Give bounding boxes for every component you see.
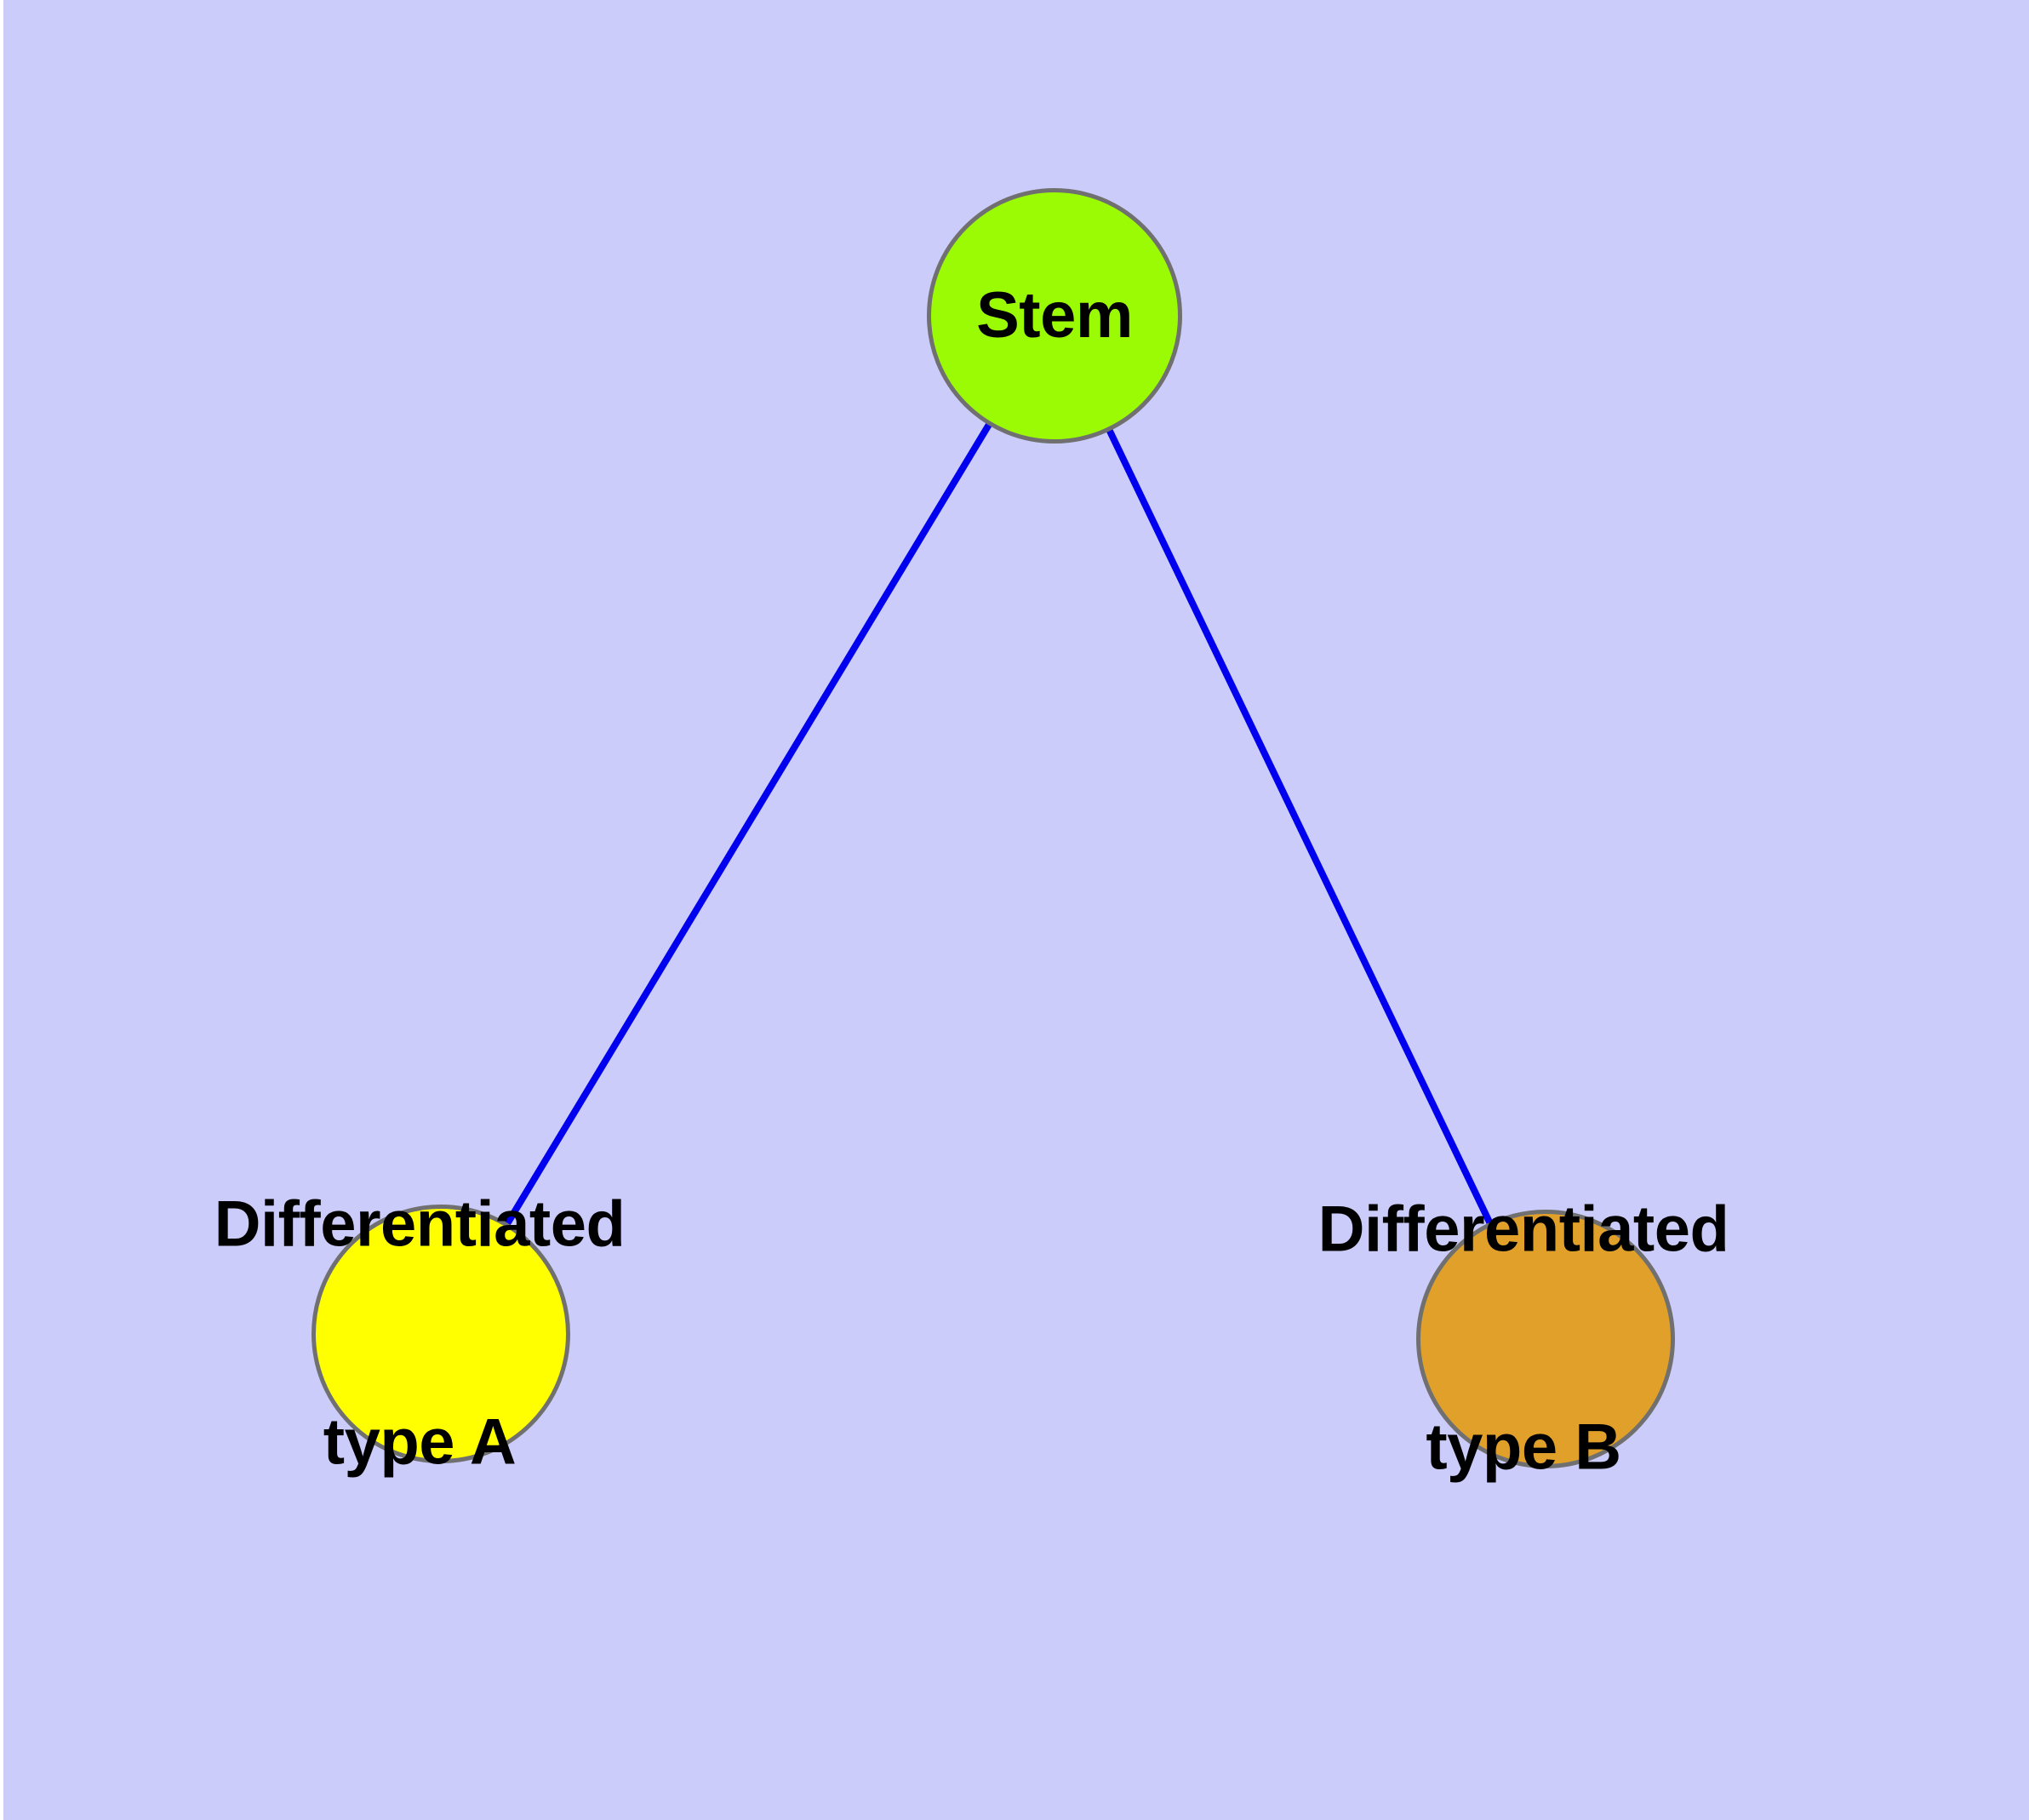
- node-stem[interactable]: [927, 188, 1182, 444]
- edge-stem-to-differentiated-type-a: [437, 313, 1058, 1336]
- node-differentiated-type-a[interactable]: [311, 1205, 570, 1463]
- node-differentiated-type-b[interactable]: [1416, 1210, 1675, 1468]
- edge-stem-to-differentiated-type-b: [1051, 314, 1549, 1341]
- node-layer: [311, 188, 1675, 1468]
- edge-layer: [437, 313, 1549, 1341]
